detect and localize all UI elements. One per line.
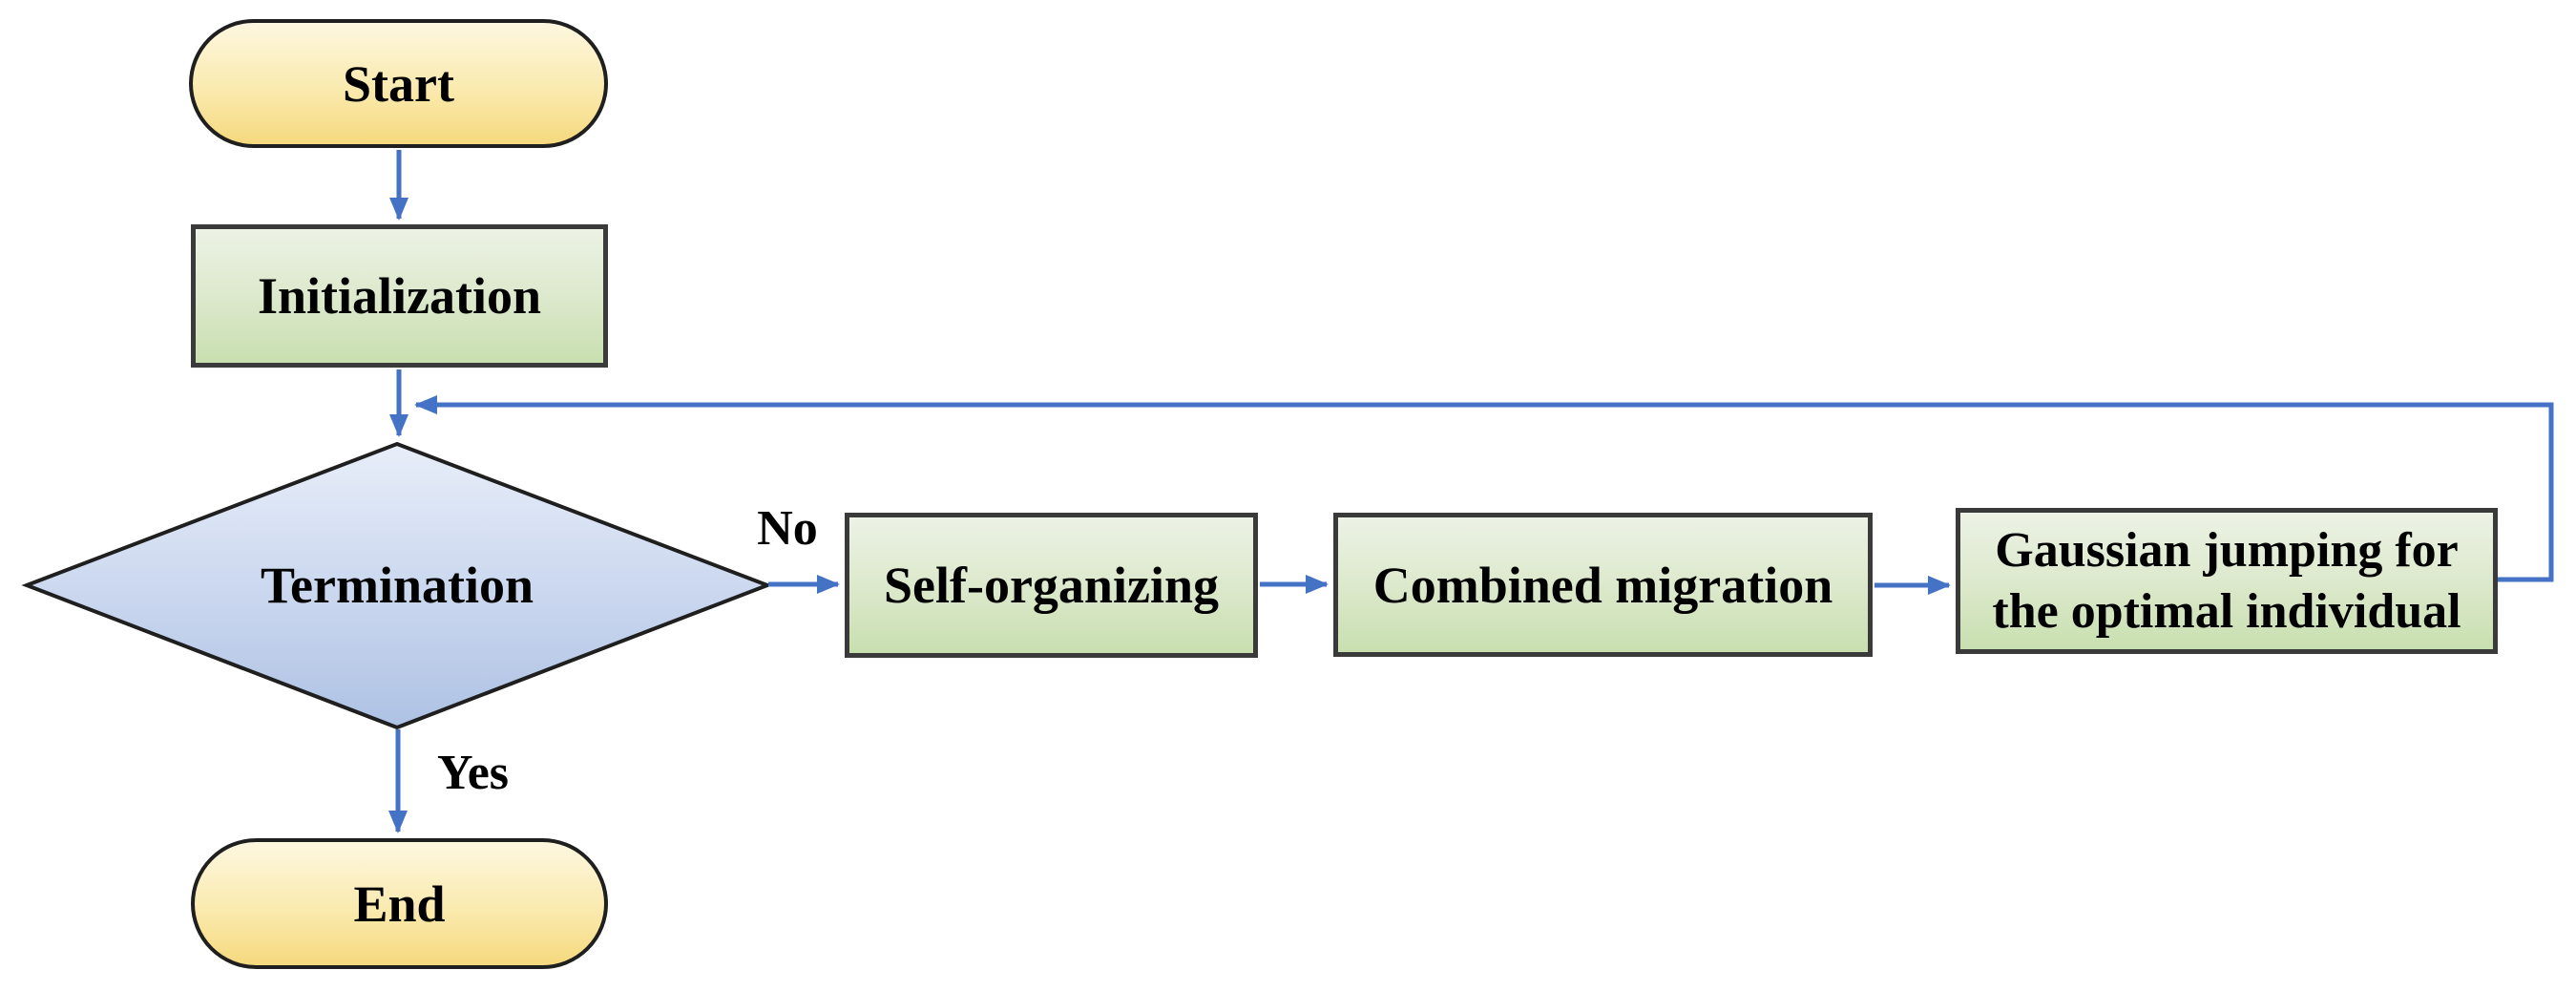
node-termination-label-text: Termination: [260, 557, 534, 614]
node-combined-migration: Combined migration: [1333, 513, 1873, 657]
node-start-label: Start: [343, 54, 454, 113]
node-initialization-label: Initialization: [257, 267, 542, 325]
edge-label-no: No: [757, 501, 818, 556]
node-end-label: End: [353, 875, 446, 933]
node-combined-migration-label: Combined migration: [1372, 556, 1833, 614]
node-start: Start: [189, 19, 608, 148]
node-termination-label: Termination: [158, 554, 636, 617]
decision-diamond-shape: [21, 441, 773, 730]
node-self-organizing-label: Self-organizing: [884, 557, 1219, 614]
node-end: End: [191, 838, 608, 969]
node-self-organizing: Self-organizing: [845, 513, 1258, 658]
edge-loop-gaussian-to-termination: [414, 395, 2554, 582]
edge-label-yes: Yes: [436, 746, 510, 800]
node-gaussian-jumping-label: Gaussian jumping for the optimal individ…: [1992, 522, 2461, 639]
node-gaussian-jumping: Gaussian jumping for the optimal individ…: [1956, 508, 2498, 654]
node-initialization: Initialization: [191, 224, 608, 368]
